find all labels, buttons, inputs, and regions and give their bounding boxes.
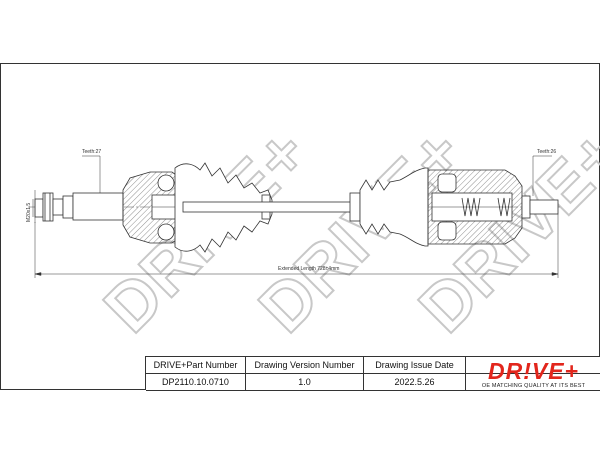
frame-top-line: [0, 63, 600, 64]
teeth-right-label: Teeth:26: [537, 149, 556, 155]
header-part-number: DRIVE+Part Number: [146, 357, 246, 373]
middle-shaft: [182, 201, 354, 213]
title-block-divider: [146, 373, 600, 374]
title-block-bottom: [146, 390, 600, 391]
outer-cv-joint: [122, 171, 184, 244]
right-stub-shaft: [521, 195, 559, 219]
header-issue-date: Drawing Issue Date: [364, 357, 466, 373]
inner-boot: [349, 167, 429, 247]
brand-logo: DR!VE+ OE MATCHING QUALITY AT ITS BEST: [466, 357, 600, 391]
inner-tripod-joint: [427, 169, 523, 245]
teeth-left-label: Teeth:27: [82, 149, 101, 155]
title-block: DRIVE+Part Number Drawing Version Number…: [145, 356, 600, 391]
frame-left-line: [0, 63, 1, 390]
value-issue-date: 2022.5.26: [364, 373, 466, 390]
extended-length-label: Extended Length 728±4mm: [278, 266, 339, 272]
thread-label: M20x1.5: [26, 203, 32, 222]
header-drawing-version: Drawing Version Number: [246, 357, 364, 373]
value-drawing-version: 1.0: [246, 373, 364, 390]
logo-tagline: OE MATCHING QUALITY AT ITS BEST: [481, 382, 586, 389]
value-part-number: DP2110.10.0710: [146, 373, 246, 390]
logo-wordmark: DR!VE+: [488, 357, 579, 384]
dimension-lines: [32, 155, 559, 278]
left-stub-shaft: [34, 192, 124, 222]
